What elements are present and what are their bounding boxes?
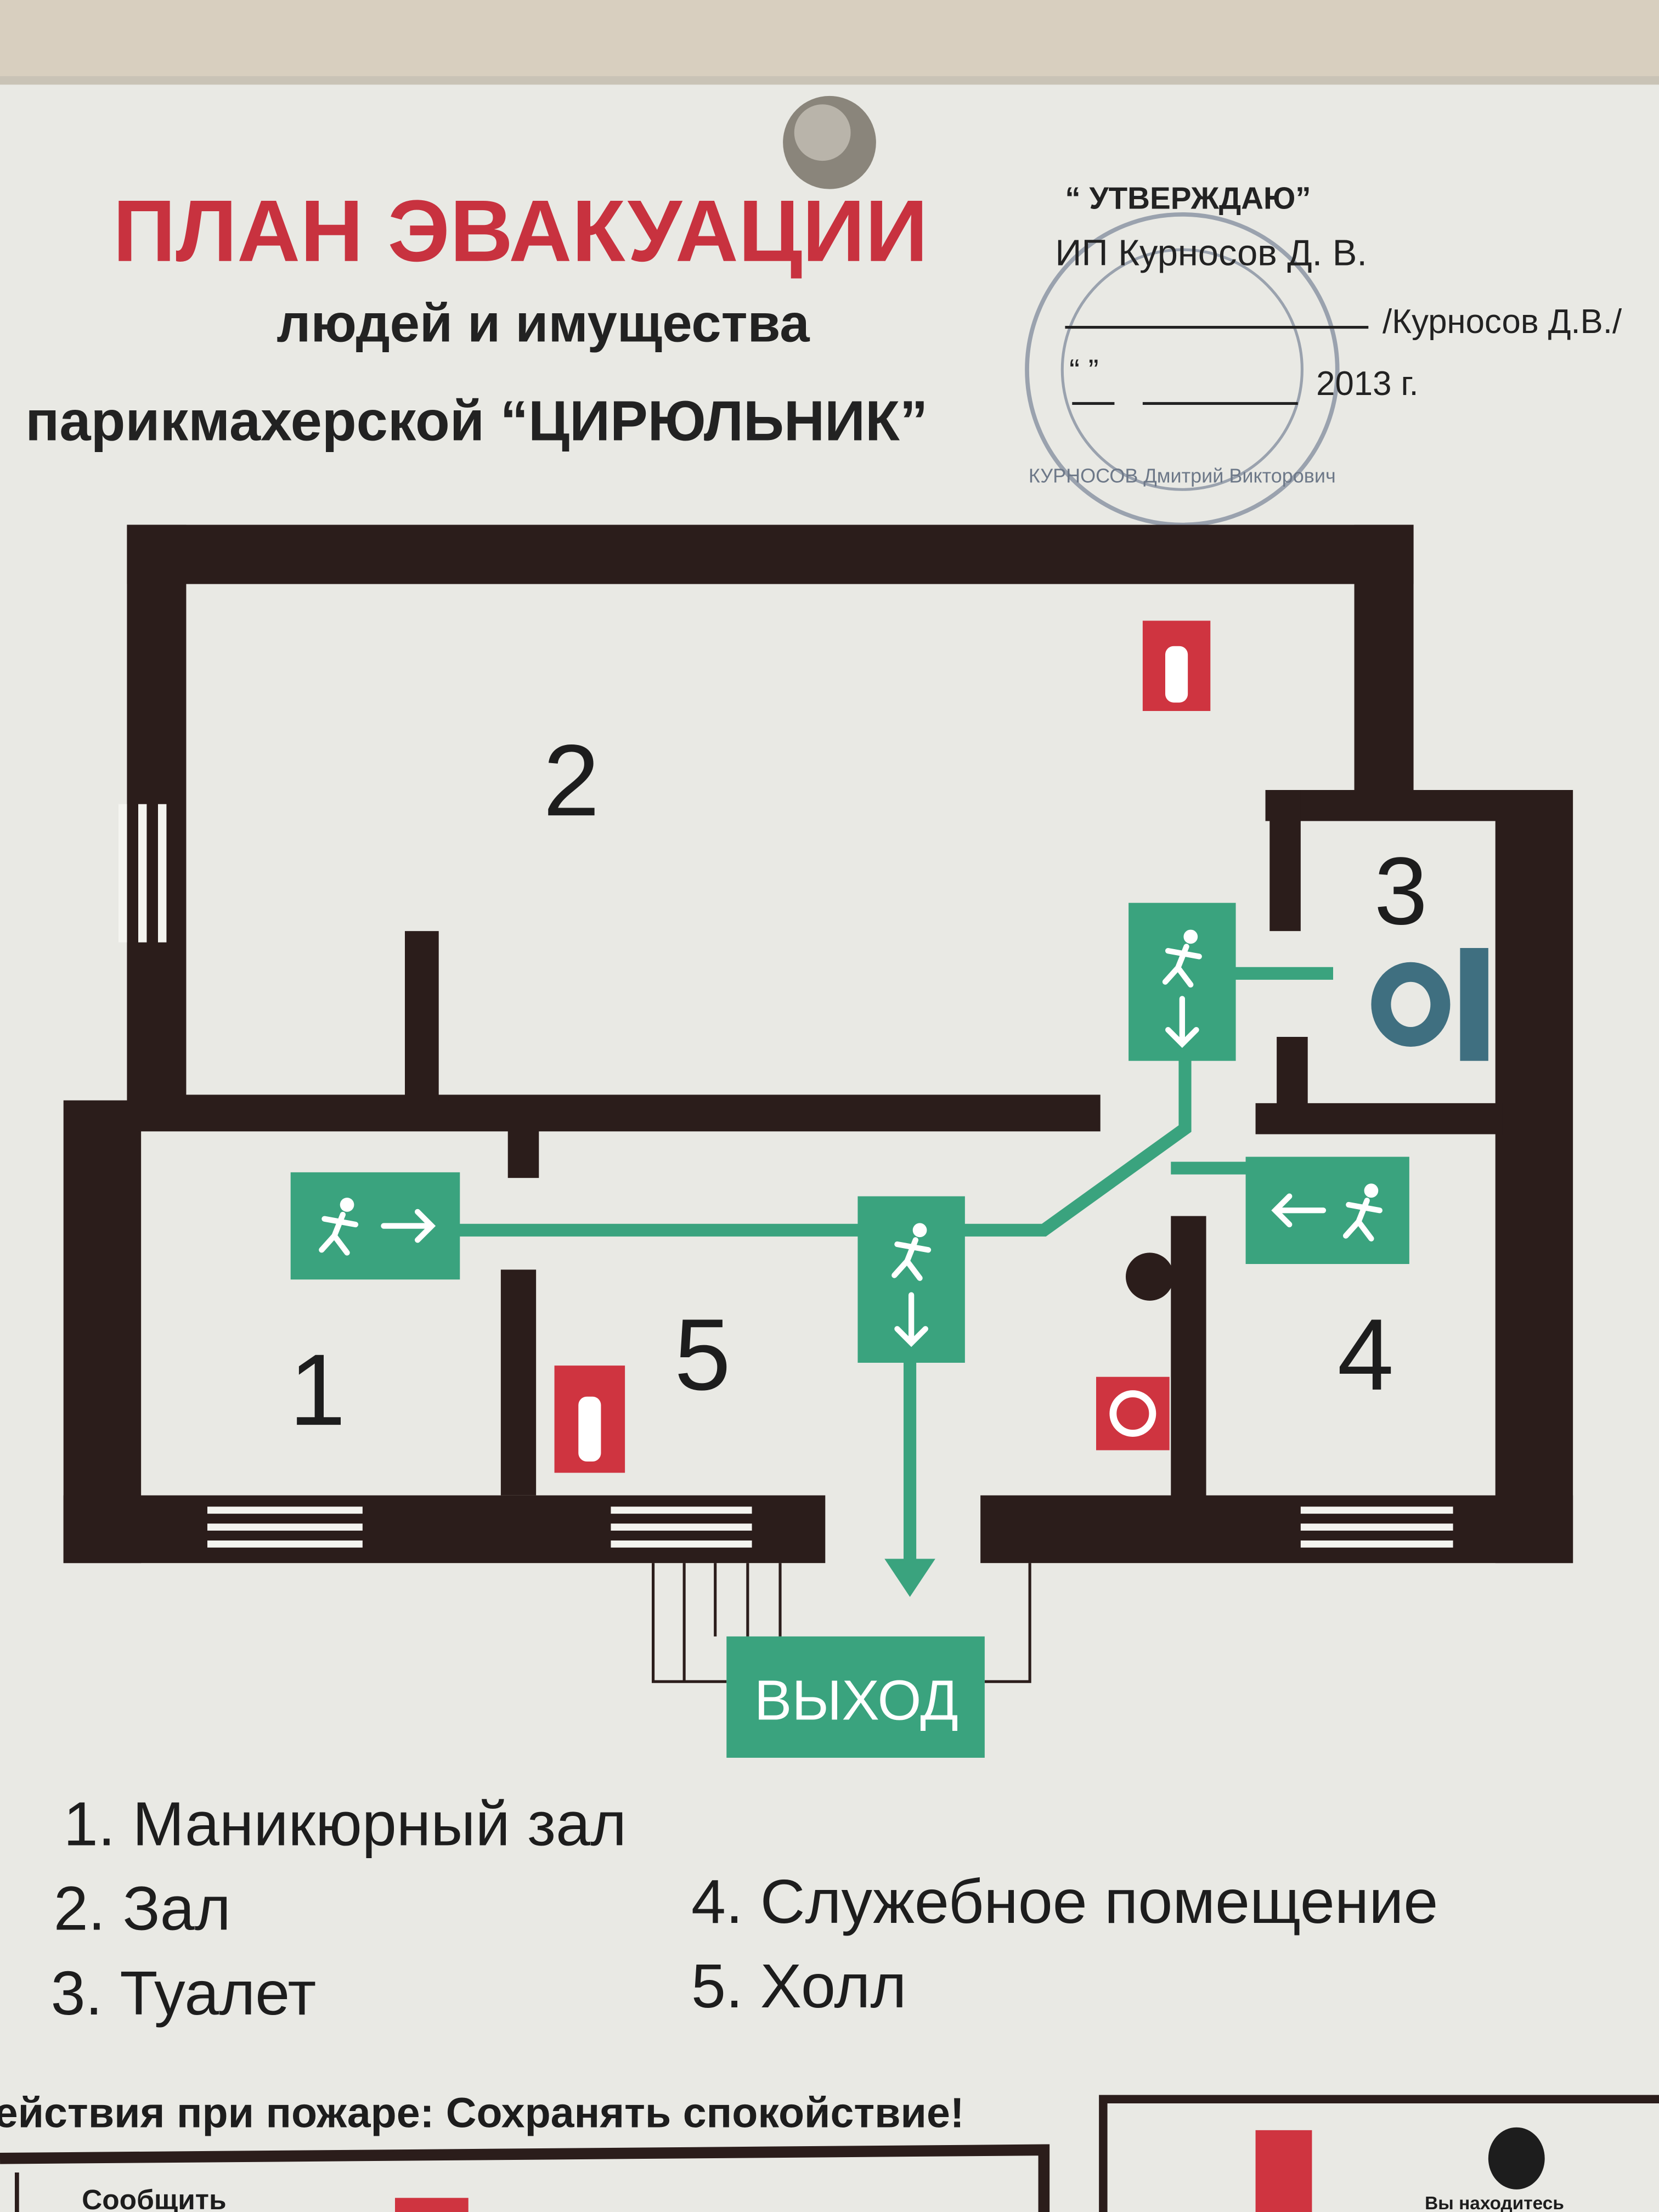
symbols-box: Вы находитесь — [1099, 2095, 1659, 2212]
window-left — [119, 804, 167, 943]
legend-item: 2. Зал — [54, 1874, 231, 1943]
fire-alarm-icon — [1096, 1376, 1170, 1451]
fire-extinguisher-icon — [1142, 620, 1211, 711]
room-number-3: 3 — [1374, 838, 1427, 945]
arrow-down-icon — [894, 1292, 928, 1347]
plan-subtitle: людей и имущества — [276, 293, 810, 353]
svg-text:Сообщить: Сообщить — [82, 2183, 226, 2212]
fire-extinguisher-icon — [554, 1365, 625, 1473]
room-number-1: 1 — [289, 1333, 346, 1447]
toilet-icon — [1371, 948, 1488, 1061]
room-number-4: 4 — [1338, 1298, 1394, 1412]
exit-sign-down-room2 — [1128, 902, 1236, 1061]
legend-item: 5. Холл — [691, 1951, 906, 2021]
approver-org: ИП Курносов Д. В. — [1055, 232, 1367, 273]
room-number-2: 2 — [543, 724, 600, 837]
exit-sign-right — [290, 1172, 460, 1280]
arrow-left-icon — [1271, 1193, 1327, 1228]
legend-item: 3. Туалет — [51, 1959, 317, 2028]
plan-subtitle-2: парикмахерской “ЦИРЮЛЬНИК” — [25, 389, 928, 452]
svg-text:ВЫХОД: ВЫХОД — [754, 1669, 958, 1732]
you-are-here-icon — [1488, 2127, 1545, 2190]
fire-actions-title: ействия при пожаре: Сохранять спокойстви… — [0, 2090, 964, 2137]
approval-year: 2013 г. — [1316, 365, 1419, 403]
window-bottom — [207, 1506, 1453, 1548]
evacuation-route — [458, 967, 1333, 1597]
actions-box: Сообщить — [0, 2144, 1050, 2212]
fire-extinguisher-icon — [1255, 2130, 1312, 2212]
you-are-here-dot — [1126, 1252, 1174, 1301]
plan-title: ПЛАН ЭВАКУАЦИИ — [113, 182, 928, 280]
signer-name: /Курносов Д.В./ — [1383, 303, 1622, 341]
date-quotes: “ ” — [1069, 353, 1098, 387]
arrow-right-icon — [381, 1209, 436, 1243]
approve-label: “ УТВЕРЖДАЮ” — [1065, 181, 1311, 216]
arrow-down-icon — [1165, 996, 1199, 1048]
legend-item: 4. Служебное помещение — [691, 1867, 1438, 1936]
wall-background — [0, 0, 1659, 82]
exit-sign-left — [1245, 1156, 1409, 1264]
svg-text:Вы находитесь: Вы находитесь — [1425, 2193, 1564, 2212]
legend-item: 1. Маникюрный зал — [64, 1789, 627, 1858]
stamp-text: КУРНОСОВ Дмитрий Викторович — [1029, 464, 1336, 487]
exit-sign: ВЫХОД — [726, 1636, 985, 1758]
floor-plan — [63, 524, 1573, 1683]
exit-sign-down-hall — [857, 1196, 965, 1363]
entrance-steps — [652, 1563, 1031, 1683]
room-legend: 1. Маникюрный зал 2. Зал 3. Туалет 4. Сл… — [51, 1789, 1438, 2028]
room-number-5: 5 — [674, 1298, 731, 1412]
